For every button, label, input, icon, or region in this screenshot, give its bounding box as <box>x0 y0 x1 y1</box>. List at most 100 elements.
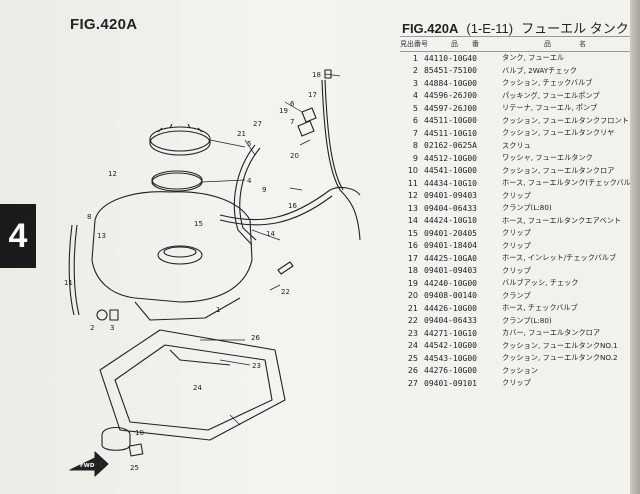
diagram-callout: 26 <box>251 334 260 342</box>
part-name: クッション, フューエルタンクロア <box>502 165 615 175</box>
diagram-callout: 4 <box>247 177 252 185</box>
part-name: ワッシャ, フューエルタンク <box>502 153 593 163</box>
part-name: クリップ <box>502 240 531 250</box>
row-number: 12 <box>407 191 418 201</box>
header-no: 見出番号 <box>400 40 428 48</box>
part-name: スクリュ <box>502 140 531 150</box>
part-number: 44597-26J00 <box>424 103 477 113</box>
part-name: クッション, フューエルタンクNO.1 <box>502 340 618 350</box>
section-tab: 4 <box>0 204 36 268</box>
part-name: バルブ, 2WAYチェック <box>502 65 577 75</box>
diagram-callout: 19 <box>279 107 288 115</box>
part-number: 44884-10G00 <box>424 78 477 88</box>
part-number: 09404-06433 <box>424 316 477 326</box>
row-number: 17 <box>407 253 418 263</box>
parts-table-header: 見出番号 品 番 品 名 <box>400 36 630 52</box>
part-number: 44512-10G00 <box>424 153 477 163</box>
part-name: リテーナ, フューエル, ポンプ <box>502 103 598 113</box>
diagram-callout: 21 <box>237 130 246 138</box>
diagram-callout: 12 <box>108 170 117 178</box>
row-number: 8 <box>412 141 418 151</box>
row-number: 24 <box>407 341 418 351</box>
table-row: 24 44542-10G00 クッション, フューエルタンクNO.1 <box>400 340 630 353</box>
diagram-callout: 17 <box>308 91 317 99</box>
part-number: 44276-10G00 <box>424 366 477 376</box>
part-name: ホース, インレット/チェックバルブ <box>502 253 617 263</box>
diagram-callout: 27 <box>253 120 262 128</box>
diagram-callout: 18 <box>312 71 321 79</box>
diagram-callout: 13 <box>97 232 106 240</box>
diagram-callout: 1 <box>216 306 220 314</box>
table-row: 12 09401-09403 クリップ <box>400 190 630 203</box>
fuel-tank <box>91 191 253 303</box>
part-name: クリップ <box>502 378 531 388</box>
diagram-callout: 7 <box>290 118 294 126</box>
diagram-callout: 23 <box>252 362 261 370</box>
part-number: 44542-10G00 <box>424 341 477 351</box>
row-number: 15 <box>407 228 418 238</box>
diagram-callout: 8 <box>87 213 91 221</box>
row-number: 6 <box>412 116 418 126</box>
part-name: タンク, フューエル <box>502 53 565 63</box>
diagram-callout: 25 <box>130 464 139 472</box>
row-number: 25 <box>407 353 418 363</box>
part-number: 02162-0625A <box>424 141 477 151</box>
row-number: 18 <box>407 266 418 276</box>
row-number: 20 <box>407 291 418 301</box>
part-name: クリップ <box>502 190 531 200</box>
tank-filler-opening <box>157 245 203 265</box>
row-number: 10 <box>407 166 418 176</box>
part-number: 44424-10G10 <box>424 216 477 226</box>
part-name: ホース, チェックバルブ <box>502 303 578 313</box>
row-number: 13 <box>407 203 418 213</box>
row-number: 2 <box>412 66 418 76</box>
part-name: クッション <box>502 365 538 375</box>
row-number: 3 <box>412 78 418 88</box>
part-number: 44543-10G00 <box>424 353 477 363</box>
row-number: 1 <box>412 53 418 63</box>
part-name: クッション, フューエルタンクフロント <box>502 115 629 125</box>
part-name: パッキング, フューエルポンプ <box>502 90 600 100</box>
diagram-callout: 15 <box>194 220 203 228</box>
pump-packing <box>151 172 203 192</box>
diagram-callout: 3 <box>110 324 114 332</box>
table-row: 9 44512-10G00 ワッシャ, フューエルタンク <box>400 152 630 165</box>
row-number: 19 <box>407 278 418 288</box>
diagram-callout: 20 <box>290 152 299 160</box>
part-number: 09404-06433 <box>424 203 477 213</box>
part-name: クッション, チェックバルブ <box>502 78 593 88</box>
part-name: ホース, フューエルタンク(チェックバルブ <box>502 178 630 188</box>
row-number: 22 <box>407 316 418 326</box>
lower-cover <box>99 329 286 441</box>
part-number: 09401-09403 <box>424 191 477 201</box>
part-number: 09401-09101 <box>424 378 477 388</box>
diagram-callout: 5 <box>247 140 251 148</box>
row-number: 9 <box>412 153 418 163</box>
fwd-arrow <box>69 451 109 477</box>
exploded-diagram: 1 2 3 4 5 6 7 8 9 10 11 12 13 14 15 16 1… <box>64 69 361 477</box>
figure-title: FIG.420A <box>70 16 138 33</box>
row-number: 11 <box>407 178 418 188</box>
part-number: 44271-10G10 <box>424 328 477 338</box>
part-number: 44596-26J00 <box>424 91 477 101</box>
part-name: クランプ(L:80) <box>502 315 552 325</box>
part-number: 44426-10G00 <box>424 303 477 313</box>
row-number: 23 <box>407 328 418 338</box>
part-name: カバー, フューエルタンクロア <box>502 328 601 338</box>
table-fig-name: フューエル タンク <box>521 21 629 36</box>
page-edge <box>630 0 640 494</box>
